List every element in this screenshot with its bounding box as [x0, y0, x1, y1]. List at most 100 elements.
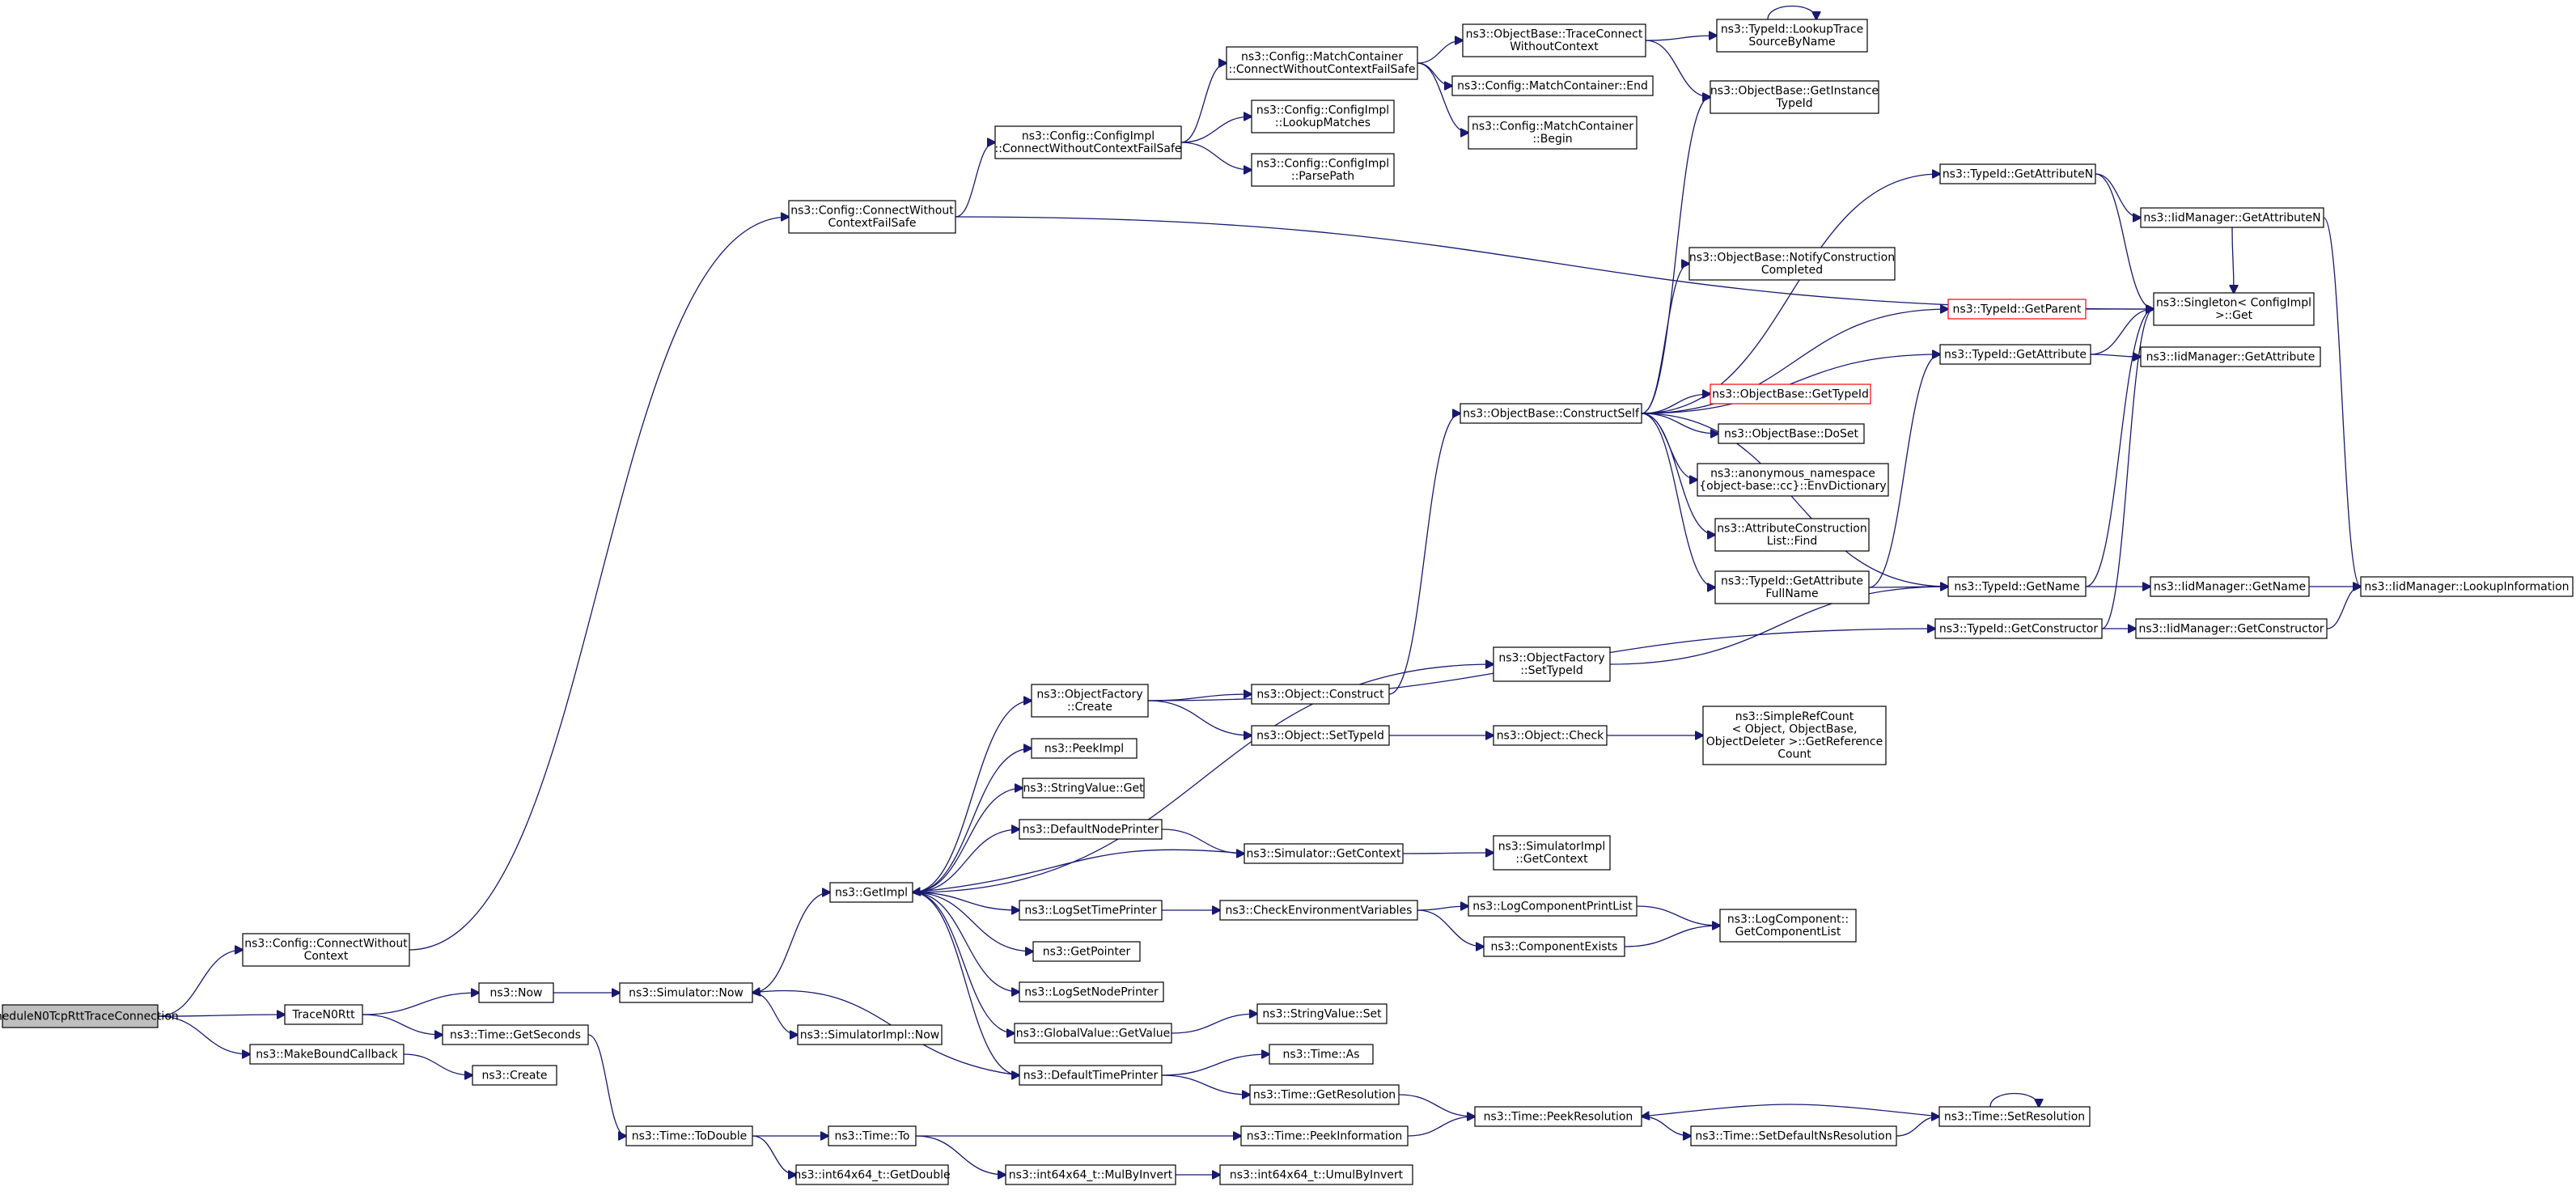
- node-time_td[interactable]: ns3::Time::ToDouble: [625, 1125, 753, 1146]
- node-i64_umbi[interactable]: ns3::int64x64_t::UmulByInvert: [1219, 1164, 1413, 1185]
- edge-tn0-to-time_gs: [362, 1014, 443, 1035]
- node-label: ns3::TypeId::GetConstructor: [1939, 622, 2098, 635]
- node-label: ns3::TypeId::LookupTrace: [1721, 23, 1863, 36]
- node-tn0[interactable]: TraceN0Rtt: [284, 1004, 363, 1025]
- edge-getimpl-to-dnp: [912, 829, 1019, 893]
- node-box: [2135, 618, 2328, 639]
- node-iid_gan[interactable]: ns3::IidManager::GetAttributeN: [2140, 207, 2324, 228]
- node-iid_gc[interactable]: ns3::IidManager::GetConstructor: [2135, 618, 2328, 639]
- node-ob_gti[interactable]: ns3::ObjectBase::GetTypeId: [1710, 384, 1871, 405]
- node-cev[interactable]: ns3::CheckEnvironmentVariables: [1219, 900, 1418, 921]
- node-box: [1474, 1106, 1642, 1127]
- node-compexists[interactable]: ns3::ComponentExists: [1483, 936, 1625, 957]
- node-mc_end[interactable]: ns3::Config::MatchContainer::End: [1451, 75, 1654, 96]
- node-sv_get[interactable]: ns3::StringValue::Get: [1022, 778, 1145, 799]
- node-simimpl_now[interactable]: ns3::SimulatorImpl::Now: [797, 1024, 943, 1045]
- edge-time_to-to-i64_mbi: [915, 1135, 1006, 1175]
- node-iid_gn[interactable]: ns3::IidManager::GetName: [2150, 576, 2310, 597]
- node-ci_cwcfs[interactable]: ns3::Config::ConfigImpl::ConnectWithoutC…: [994, 125, 1182, 159]
- node-tid_gp[interactable]: ns3::TypeId::GetParent: [1947, 299, 2087, 320]
- node-ob_nc[interactable]: ns3::ObjectBase::NotifyConstructionCompl…: [1688, 247, 1896, 281]
- node-ob_ds[interactable]: ns3::ObjectBase::DoSet: [1718, 423, 1865, 444]
- node-ci_pp[interactable]: ns3::Config::ConfigImpl::ParsePath: [1251, 153, 1395, 187]
- node-label: ns3::ObjectBase::GetInstance: [1710, 85, 1879, 98]
- node-time_sr[interactable]: ns3::Time::SetResolution: [1938, 1106, 2091, 1127]
- node-sv_set[interactable]: ns3::StringValue::Set: [1256, 1003, 1388, 1024]
- node-of_sti[interactable]: ns3::ObjectFactory::SetTypeId: [1493, 646, 1611, 682]
- edge-getimpl-to-gv_gv: [912, 892, 1015, 1033]
- node-tid_ga[interactable]: ns3::TypeId::GetAttribute: [1939, 344, 2091, 365]
- node-time_gr[interactable]: ns3::Time::GetResolution: [1249, 1084, 1400, 1105]
- node-obj_construct[interactable]: ns3::Object::Construct: [1251, 684, 1390, 705]
- node-anon_env[interactable]: ns3::anonymous_namespace{object-base::cc…: [1697, 463, 1889, 497]
- node-tid_gn[interactable]: ns3::TypeId::GetName: [1947, 576, 2087, 597]
- node-getimpl[interactable]: ns3::GetImpl: [829, 882, 913, 903]
- node-label: ns3::Time::SetResolution: [1944, 1110, 2085, 1123]
- node-create[interactable]: ns3::Create: [472, 1065, 557, 1086]
- node-box: [795, 1164, 949, 1185]
- node-gv_gv[interactable]: ns3::GlobalValue::GetValue: [1014, 1023, 1172, 1044]
- node-label: SourceByName: [1748, 36, 1835, 49]
- node-label: ns3::int64x64_t::GetDouble: [794, 1168, 950, 1181]
- node-label: TraceN0Rtt: [291, 1008, 355, 1021]
- node-getpointer[interactable]: ns3::GetPointer: [1032, 941, 1141, 962]
- node-mc_cwcfs[interactable]: ns3::Config::MatchContainer::ConnectWith…: [1226, 46, 1418, 80]
- node-lstp[interactable]: ns3::LogSetTimePrinter: [1019, 900, 1163, 921]
- node-time_gs[interactable]: ns3::Time::GetSeconds: [442, 1024, 589, 1045]
- node-sing[interactable]: ns3::Singleton< ConfigImpl>::Get: [2153, 292, 2315, 326]
- node-dnp[interactable]: ns3::DefaultNodePrinter: [1019, 819, 1163, 840]
- node-of_create[interactable]: ns3::ObjectFactory::Create: [1031, 684, 1149, 718]
- edge-iid_gan-to-iid_li: [2323, 217, 2361, 587]
- node-mbc[interactable]: ns3::MakeBoundCallback: [249, 1044, 405, 1065]
- edge-ci_cwcfs-to-ci_pp: [1180, 142, 1252, 170]
- node-tid_gc[interactable]: ns3::TypeId::GetConstructor: [1934, 618, 2103, 639]
- node-i64_mbi[interactable]: ns3::int64x64_t::MulByInvert: [1005, 1164, 1176, 1185]
- node-ob_tcwc[interactable]: ns3::ObjectBase::TraceConnectWithoutCont…: [1462, 23, 1646, 57]
- node-cwcfs[interactable]: ns3::Config::ConnectWithoutContextFailSa…: [788, 200, 956, 234]
- node-cwc[interactable]: ns3::Config::ConnectWithoutContext: [242, 933, 410, 967]
- node-label: ns3::TypeId::GetAttributeN: [1943, 167, 2093, 180]
- edge-tid_ga-to-iid_ga: [2090, 354, 2141, 357]
- node-box: [1493, 646, 1611, 682]
- node-lc_gcl[interactable]: ns3::LogComponent::GetComponentList: [1719, 909, 1857, 943]
- node-label: ns3::ObjectFactory: [1498, 652, 1604, 665]
- node-lsnp[interactable]: ns3::LogSetNodePrinter: [1019, 981, 1164, 1002]
- node-ob_cs[interactable]: ns3::ObjectBase::ConstructSelf: [1460, 403, 1642, 424]
- edge-dtp-to-time_gr: [1161, 1074, 1250, 1095]
- node-time_sdnr[interactable]: ns3::Time::SetDefaultNsResolution: [1690, 1125, 1897, 1146]
- node-i64_gd[interactable]: ns3::int64x64_t::GetDouble: [794, 1164, 951, 1185]
- node-iid_ga[interactable]: ns3::IidManager::GetAttribute: [2140, 346, 2321, 367]
- node-srcount[interactable]: ns3::SimpleRefCount< Object, ObjectBase,…: [1702, 706, 1887, 765]
- node-now[interactable]: ns3::Now: [478, 982, 554, 1003]
- node-box: [2360, 576, 2574, 597]
- node-sim_gc[interactable]: ns3::Simulator::GetContext: [1244, 843, 1404, 864]
- edge-sim_gc-to-getimpl: [913, 849, 1245, 892]
- node-sim_now[interactable]: ns3::Simulator::Now: [619, 982, 753, 1003]
- node-peekimpl[interactable]: ns3::PeekImpl: [1031, 738, 1138, 759]
- node-box: [1493, 835, 1611, 871]
- node-mc_begin[interactable]: ns3::Config::MatchContainer::Begin: [1468, 116, 1638, 150]
- edge-ci_cwcfs-to-ci_lm: [1180, 117, 1252, 143]
- node-time_to[interactable]: ns3::Time::To: [828, 1125, 917, 1146]
- node-label: ns3::IidManager::GetAttributeN: [2143, 211, 2320, 224]
- node-simimpl_gc[interactable]: ns3::SimulatorImpl::GetContext: [1493, 835, 1611, 871]
- node-label: ns3::IidManager::GetAttribute: [2146, 350, 2315, 363]
- node-obj_sti[interactable]: ns3::Object::SetTypeId: [1251, 725, 1390, 746]
- node-tid_gan[interactable]: ns3::TypeId::GetAttributeN: [1939, 163, 2096, 184]
- node-box: [1251, 153, 1395, 187]
- edge-tid_gc-to-sing: [2101, 309, 2154, 629]
- node-iid_li[interactable]: ns3::IidManager::LookupInformation: [2360, 576, 2574, 597]
- node-time_pr[interactable]: ns3::Time::PeekResolution: [1474, 1106, 1642, 1127]
- node-box: [1019, 1065, 1163, 1086]
- node-lcpl[interactable]: ns3::LogComponentPrintList: [1468, 896, 1638, 917]
- node-ci_lm[interactable]: ns3::Config::ConfigImpl::LookupMatches: [1251, 100, 1395, 133]
- node-root[interactable]: ScheduleN0TcpRttTraceConnection: [0, 1004, 179, 1028]
- node-obj_check[interactable]: ns3::Object::Check: [1493, 725, 1608, 746]
- node-dtp[interactable]: ns3::DefaultTimePrinter: [1019, 1065, 1163, 1086]
- node-time_pi[interactable]: ns3::Time::PeekInformation: [1240, 1125, 1409, 1146]
- node-time_as[interactable]: ns3::Time::As: [1269, 1044, 1374, 1065]
